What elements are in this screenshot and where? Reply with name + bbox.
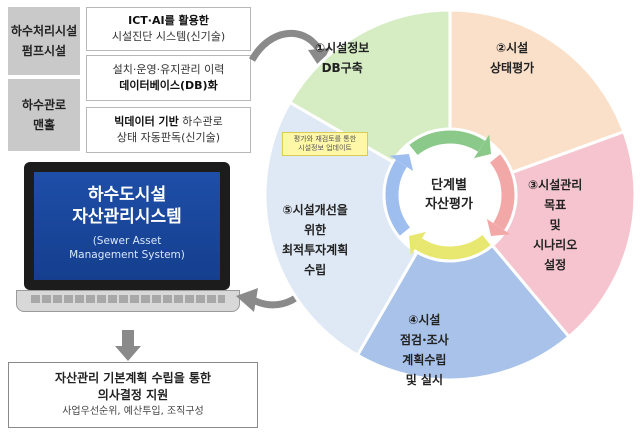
system-subtitle-line2: Management System)	[69, 249, 185, 261]
step4-label: ④시설 점검·조사 계획수립 및 실시	[400, 313, 449, 387]
step5-label: ⑤시설개선을 위한 최적투자계획 수립	[282, 203, 349, 277]
asset-management-cycle	[263, 8, 637, 382]
cycle-arrowhead-2-icon	[486, 218, 511, 237]
step2-label: ②시설 상태평가	[490, 41, 535, 75]
bigdata-pipe-reading-box: 빅데이터 기반 하수관로 상태 자동판독(신기술)	[86, 107, 251, 153]
system-subtitle-line1: (Sewer Asset	[92, 235, 162, 247]
cycle-arrowhead-4-icon	[389, 153, 414, 172]
ict-ai-diagnosis-box: ICT·AI를 활용한 시설진단 시스템(신기술)	[86, 7, 251, 51]
cycle-arrow-2	[489, 154, 515, 231]
curved-arrow-right-icon	[248, 30, 330, 68]
ict-line2: 시설진단 시스템(신기술)	[111, 30, 226, 43]
db-line2: 데이터베이스(DB)화	[119, 79, 218, 92]
center-circle	[384, 129, 516, 261]
bigdata-line2: 상태 자동판독(신기술)	[116, 131, 221, 144]
down-arrow-icon	[115, 330, 141, 361]
cycle-arrow-1	[409, 130, 486, 156]
laptop-screen: 하수도시설 자산관리시스템 (Sewer Asset Management Sy…	[34, 172, 220, 280]
step5-segment	[263, 100, 420, 358]
db-line1: 설치·운영·유지관리 이력	[112, 63, 225, 76]
step3-label: ③시설관리 목표 및 시나리오 설정	[528, 178, 583, 272]
cycle-arrowhead-3-icon	[408, 231, 427, 256]
cycle-arrowhead-1-icon	[473, 134, 492, 159]
bigdata-line1-bold: 빅데이터 기반	[114, 115, 179, 128]
sewage-facility-label: 하수처리시설 펌프시설	[8, 7, 80, 75]
ict-line1: ICT·AI를 활용한	[128, 14, 209, 27]
cycle-arrow-3	[414, 234, 491, 260]
update-note: 평가와 재검토를 통한 시설정보 업데이트	[282, 132, 368, 156]
step1-label: ①시설정보 DB구축	[315, 41, 370, 75]
laptop: 하수도시설 자산관리시스템 (Sewer Asset Management Sy…	[16, 162, 240, 312]
bigdata-line1-rest: 하수관로	[178, 115, 223, 128]
laptop-keyboard-base	[16, 290, 240, 312]
decision-title-line1: 자산관리 기본계획 수립을 통한	[54, 371, 212, 385]
system-title-line2: 자산관리시스템	[72, 207, 182, 227]
decision-sub: 사업우선순위, 예산투입, 조직구성	[62, 406, 204, 417]
cycle-arrow-4	[385, 159, 411, 236]
decision-title-line2: 의사결정 지원	[97, 388, 169, 402]
history-database-box: 설치·운영·유지관리 이력 데이터베이스(DB)화	[86, 55, 251, 101]
sewer-pipe-label: 하수관로 맨홀	[8, 79, 80, 151]
decision-support-box: 자산관리 기본계획 수립을 통한 의사결정 지원 사업우선순위, 예산투입, 조…	[8, 362, 258, 428]
system-title-line1: 하수도시설	[87, 185, 167, 205]
center-label: 단계별 자산평가	[425, 178, 473, 212]
